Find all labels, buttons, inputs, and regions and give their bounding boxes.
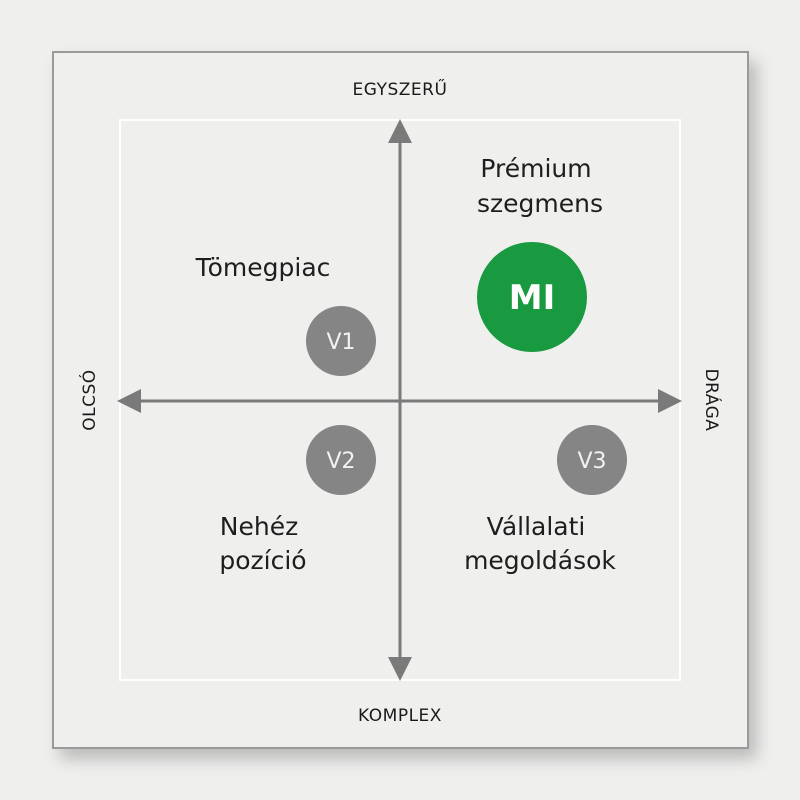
marker-v3-label: V3 xyxy=(577,449,606,474)
marker-v1: V1 xyxy=(306,306,376,376)
marker-v1-label: V1 xyxy=(326,330,355,355)
axis-label-top: EGYSZERŰ xyxy=(353,78,448,100)
axis-label-right: DRÁGA xyxy=(701,369,723,432)
axis-label-bottom: KOMPLEX xyxy=(358,706,442,726)
marker-mi: MI xyxy=(477,242,587,352)
quadrant-label-top-left: Tömegpiac xyxy=(195,253,331,282)
marker-mi-label: MI xyxy=(509,278,555,318)
axis-label-left: OLCSÓ xyxy=(78,369,100,430)
marker-v3: V3 xyxy=(557,425,627,495)
quadrant-label-top-right: Prémium szegmens xyxy=(477,154,603,218)
marker-v2-label: V2 xyxy=(326,449,355,474)
horizontal-axis xyxy=(117,389,682,413)
quadrant-label-bottom-left: Nehéz pozíció xyxy=(219,512,306,575)
marker-v2: V2 xyxy=(306,425,376,495)
quadrant-label-bottom-right: Vállalati megoldások xyxy=(464,512,616,575)
